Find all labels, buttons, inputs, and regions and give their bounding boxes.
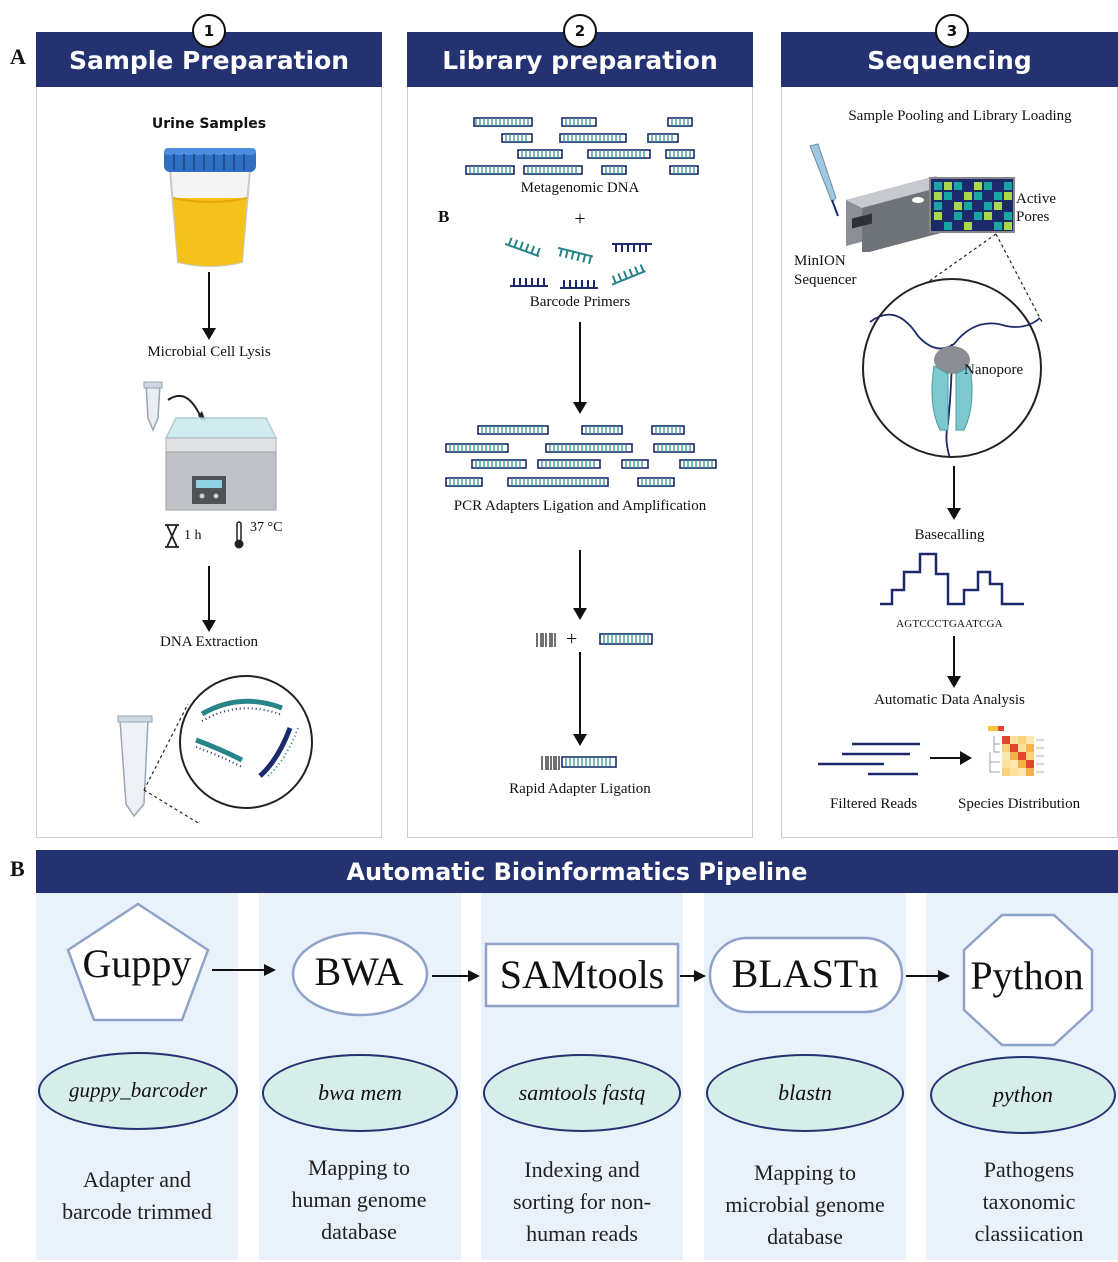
arrow-down-icon xyxy=(947,636,961,688)
arrow-right-icon xyxy=(930,751,972,765)
command-python: python xyxy=(930,1056,1116,1134)
step-3-number: 3 xyxy=(935,14,969,48)
plus-sign: + xyxy=(574,208,586,230)
dna-extraction-tube-icon xyxy=(117,675,313,824)
filtered-reads-label: Filtered Reads xyxy=(830,796,918,812)
thermometer-icon xyxy=(234,521,244,549)
cell-lysis-label: Microbial Cell Lysis xyxy=(147,344,271,360)
basecalling-label: Basecalling xyxy=(914,527,985,543)
pipeline-header: Automatic Bioinformatics Pipeline xyxy=(36,850,1118,893)
time-label: 1 h xyxy=(184,528,202,543)
species-heatmap-icon xyxy=(988,726,1044,776)
guppy-pentagon-shape xyxy=(66,902,210,1022)
pcr-adapters-label: PCR Adapters Ligation and Amplification xyxy=(453,498,707,514)
arrow-right-icon xyxy=(432,970,480,982)
description-blastn: Mapping to microbial genome database xyxy=(725,1160,885,1249)
arrow-down-icon xyxy=(573,322,587,414)
panel-b-letter: B xyxy=(10,856,25,881)
metagenomic-dna-icon xyxy=(465,117,699,175)
minion-label: MinION Sequencer xyxy=(794,253,857,288)
arrow-right-icon xyxy=(212,964,276,976)
species-distribution-label: Species Distribution xyxy=(958,796,1081,812)
bwa-ellipse-shape xyxy=(291,931,429,1017)
description-python: Pathogens taxonomic classiication xyxy=(974,1157,1084,1246)
plus-sign-2: + xyxy=(566,628,578,650)
python-octagon-shape xyxy=(962,913,1094,1047)
pooling-label: Sample Pooling and Library Loading xyxy=(848,108,1072,124)
nanopore-label: Nanopore xyxy=(964,362,1024,378)
urine-samples-label: Urine Samples xyxy=(151,116,267,132)
barcode-primers-label: Barcode Primers xyxy=(529,294,631,310)
command-samtools-fastq: samtools fastq xyxy=(483,1054,681,1132)
minion-sequencer-icon xyxy=(809,143,1015,252)
description-bwa: Mapping to human genome database xyxy=(291,1155,427,1244)
dna-extraction-label: DNA Extraction xyxy=(160,634,258,650)
samtools-rect-shape xyxy=(484,942,680,1008)
arrow-down-icon xyxy=(202,566,216,632)
tool-blastn: BLASTn xyxy=(731,951,879,996)
barcoded-adapter-dna-icon xyxy=(541,756,617,770)
command-bwa-mem: bwa mem xyxy=(262,1054,458,1132)
arrow-down-icon xyxy=(947,466,961,520)
temperature-label: 37 °C xyxy=(250,520,283,535)
blastn-rounded-shape xyxy=(708,936,904,1014)
step-1-number: 1 xyxy=(192,14,226,48)
nanopore-detail-icon xyxy=(862,233,1043,459)
panel-b-inner-letter: B xyxy=(438,207,450,226)
filtered-reads-icon xyxy=(818,742,920,776)
panel-a-letter: A xyxy=(10,44,26,69)
rapid-adapter-label: Rapid Adapter Ligation xyxy=(509,781,651,797)
arrow-down-icon xyxy=(202,272,216,340)
tool-bwa: BWA xyxy=(314,949,404,994)
arrow-down-icon xyxy=(573,652,587,746)
automatic-analysis-label: Automatic Data Analysis xyxy=(874,692,1025,708)
tool-python: Python xyxy=(970,953,1084,998)
sequence-label: AGTCCCTGAATCGA xyxy=(896,618,1003,630)
adapter-dna-icon xyxy=(599,633,653,645)
pcr-amplified-dna-icon xyxy=(445,425,717,487)
signal-trace-icon xyxy=(880,552,1024,606)
description-guppy: Adapter and barcode trimmed xyxy=(62,1167,212,1224)
tool-guppy: Guppy xyxy=(82,941,192,986)
command-blastn: blastn xyxy=(706,1054,904,1132)
step-2-number: 2 xyxy=(563,14,597,48)
urine-cup-icon xyxy=(164,148,256,267)
command-guppy-barcoder: guppy_barcoder xyxy=(38,1052,238,1130)
barcode-primers-icon xyxy=(504,237,652,289)
metagenomic-dna-label: Metagenomic DNA xyxy=(520,180,640,196)
tool-samtools: SAMtools xyxy=(499,952,665,997)
arrow-right-icon xyxy=(680,970,706,982)
description-samtools: Indexing and sorting for non- human read… xyxy=(512,1157,652,1246)
barcode-icon xyxy=(536,633,556,647)
active-pores-label: Active Pores xyxy=(1016,191,1056,225)
water-bath-icon xyxy=(143,381,278,511)
arrow-down-icon xyxy=(573,550,587,620)
hourglass-icon xyxy=(165,524,179,548)
arrow-right-icon xyxy=(906,970,950,982)
